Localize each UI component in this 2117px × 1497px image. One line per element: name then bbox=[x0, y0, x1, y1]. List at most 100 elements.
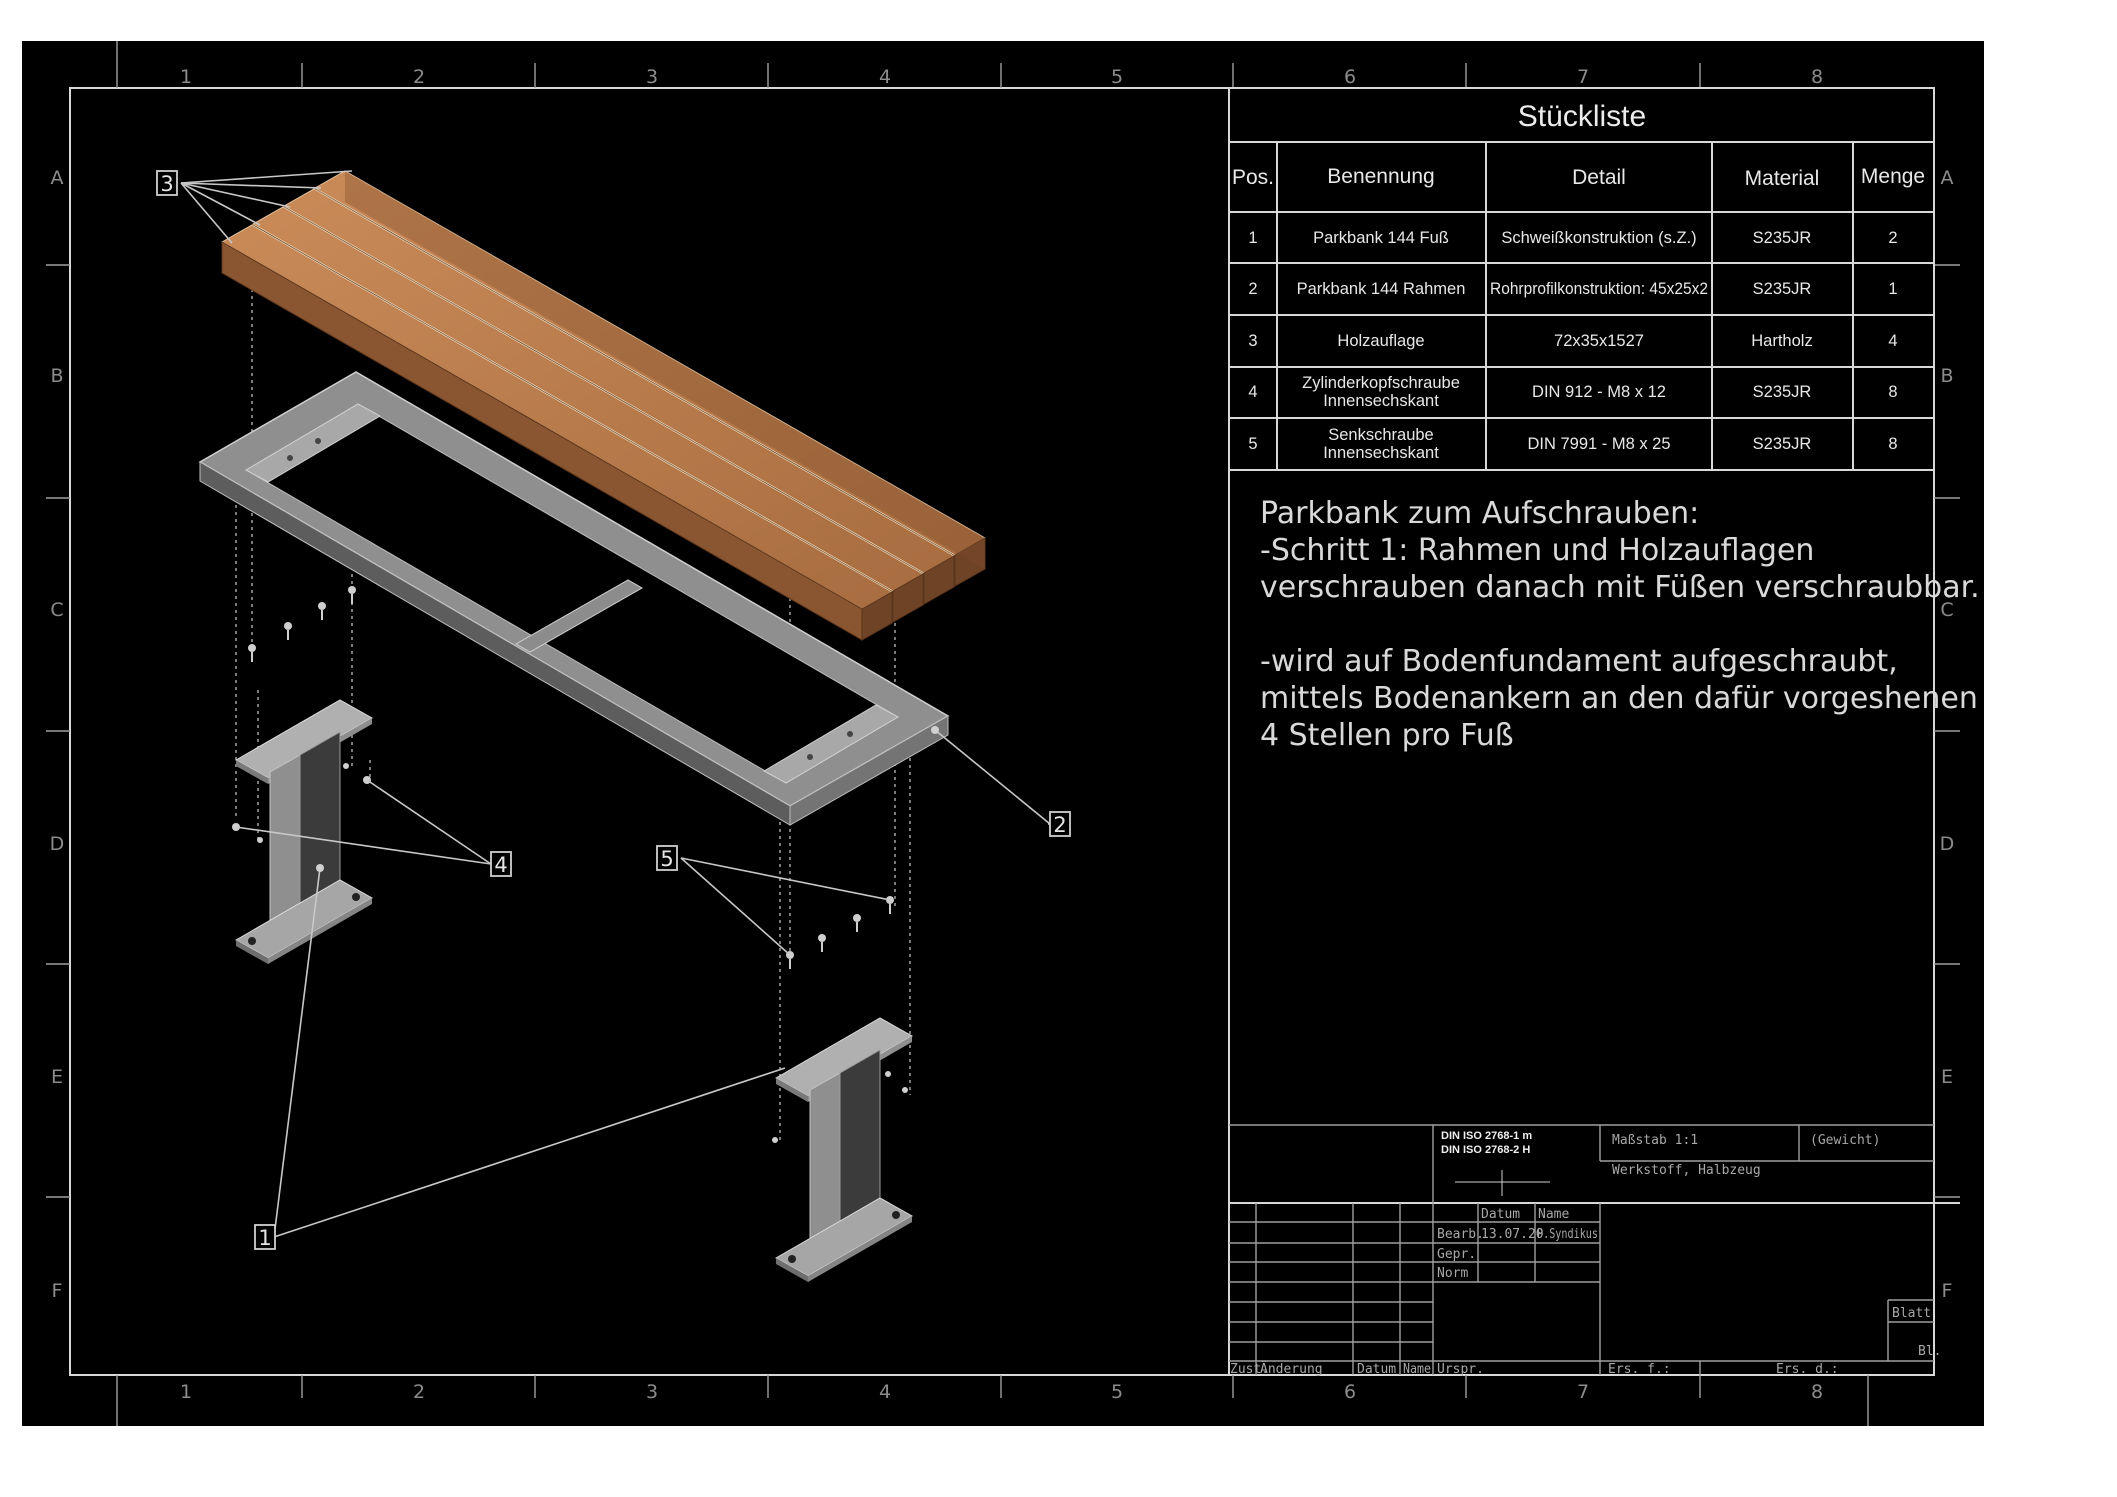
bom-cell-qty: 8 bbox=[1888, 383, 1897, 401]
bom-cell-material: S235JR bbox=[1753, 280, 1812, 298]
date-column-label: Datum bbox=[1481, 1207, 1520, 1222]
bill-of-materials: Stückliste Pos. Benennung Detail Materia… bbox=[1228, 87, 1935, 471]
row-label-left: D bbox=[50, 833, 65, 855]
col-label-top: 2 bbox=[413, 66, 425, 88]
bom-cell-qty: 4 bbox=[1888, 332, 1897, 350]
bom-cell-material: S235JR bbox=[1753, 435, 1812, 453]
bom-title: Stückliste bbox=[1518, 100, 1646, 133]
col-label-bottom: 4 bbox=[879, 1381, 891, 1403]
col-label-bottom: 5 bbox=[1111, 1381, 1123, 1403]
row-label-right: A bbox=[1941, 167, 1954, 189]
screw-icon bbox=[772, 1137, 778, 1143]
callout-1: 1 bbox=[254, 1224, 276, 1250]
bom-cell-qty: 8 bbox=[1888, 435, 1897, 453]
screw-icon bbox=[318, 602, 326, 620]
bom-header-detail: Detail bbox=[1572, 166, 1626, 189]
col-label-bottom: 3 bbox=[646, 1381, 658, 1403]
change-date-label: Datum bbox=[1357, 1362, 1396, 1377]
callout-4: 4 bbox=[490, 851, 512, 877]
col-label-top: 1 bbox=[180, 66, 192, 88]
row-label-left: B bbox=[50, 365, 63, 387]
callouts: 1 2 3 4 5 bbox=[156, 170, 1071, 1250]
bom-cell-pos: 1 bbox=[1248, 229, 1257, 247]
callout-3: 3 bbox=[156, 170, 178, 196]
grid-labels: 1 2 3 4 5 6 7 8 1 2 3 4 5 6 7 8 A B C D … bbox=[50, 66, 1955, 1403]
screw-icon bbox=[348, 586, 356, 604]
note-line: -Schritt 1: Rahmen und Holzauflagen bbox=[1260, 533, 1814, 568]
screw-icon bbox=[885, 1071, 891, 1077]
tolerance-din1: DIN ISO 2768-1 m bbox=[1441, 1130, 1532, 1142]
sheet-label: Blatt bbox=[1892, 1306, 1931, 1321]
sheet-count-label: Bl. bbox=[1918, 1344, 1941, 1359]
bearb-label: Bearb. bbox=[1437, 1227, 1484, 1242]
bom-cell-detail: Rohrprofilkonstruktion: 45x25x2 bbox=[1490, 280, 1708, 298]
callout-5: 5 bbox=[656, 845, 678, 871]
bom-header-material: Material bbox=[1745, 167, 1820, 190]
col-label-top: 7 bbox=[1577, 66, 1589, 88]
row-label-right: B bbox=[1940, 365, 1953, 387]
screw-icon bbox=[902, 1087, 908, 1093]
bom-header-menge: Menge bbox=[1861, 165, 1925, 188]
replaces-label: Ers. f.: bbox=[1608, 1362, 1671, 1377]
row-label-right: D bbox=[1940, 833, 1955, 855]
bearb-date: 13.07.20 bbox=[1481, 1227, 1544, 1242]
note-line: 4 Stellen pro Fuß bbox=[1260, 718, 1514, 753]
change-label: Änderung bbox=[1260, 1361, 1323, 1377]
origin-label: Urspr. bbox=[1437, 1362, 1484, 1377]
bom-cell-detail: Schweißkonstruktion (s.Z.) bbox=[1501, 229, 1696, 247]
col-label-top: 3 bbox=[646, 66, 658, 88]
zust-label: Zust. bbox=[1230, 1362, 1269, 1377]
bom-cell-name: Holzauflage bbox=[1337, 332, 1424, 350]
bom-cell-material: S235JR bbox=[1753, 229, 1812, 247]
bearb-name: P.Syndikus bbox=[1537, 1227, 1598, 1242]
callout-2: 2 bbox=[1049, 811, 1071, 837]
col-label-top: 4 bbox=[879, 66, 891, 88]
row-label-left: C bbox=[50, 599, 63, 621]
wood-slats bbox=[220, 170, 987, 641]
col-label-top: 6 bbox=[1344, 66, 1356, 88]
bom-cell-name: Zylinderkopfschraube bbox=[1302, 374, 1460, 392]
svg-text:5: 5 bbox=[660, 847, 673, 871]
screws bbox=[232, 586, 908, 1143]
name-column-label: Name bbox=[1538, 1207, 1569, 1222]
col-label-bottom: 6 bbox=[1344, 1381, 1356, 1403]
replaced-by-label: Ers. d.: bbox=[1776, 1362, 1839, 1377]
bom-cell-qty: 2 bbox=[1888, 229, 1897, 247]
row-label-left: F bbox=[52, 1280, 63, 1302]
bom-cell-pos: 4 bbox=[1248, 383, 1257, 401]
scale-label: Maßstab 1:1 bbox=[1612, 1133, 1698, 1148]
screw-icon bbox=[343, 763, 349, 769]
bom-cell-pos: 5 bbox=[1248, 435, 1257, 453]
bom-cell-qty: 1 bbox=[1888, 280, 1897, 298]
screw-icon bbox=[284, 622, 292, 640]
bom-cell-name-line2: Innensechskant bbox=[1323, 444, 1439, 462]
norm-label: Norm bbox=[1437, 1266, 1468, 1281]
bench-frame bbox=[198, 371, 950, 826]
change-name-label: Name bbox=[1403, 1362, 1431, 1377]
material-label: Werkstoff, Halbzeug bbox=[1612, 1163, 1761, 1178]
screw-icon bbox=[818, 934, 826, 952]
bom-cell-pos: 2 bbox=[1248, 280, 1257, 298]
screw-icon bbox=[248, 644, 256, 662]
weight-label: (Gewicht) bbox=[1810, 1133, 1880, 1148]
bom-frame bbox=[1228, 87, 1935, 471]
col-label-bottom: 2 bbox=[413, 1381, 425, 1403]
svg-text:2: 2 bbox=[1053, 813, 1066, 837]
note-line: verschrauben danach mit Füßen verschraub… bbox=[1260, 570, 1980, 605]
bom-cell-pos: 3 bbox=[1248, 332, 1257, 350]
screw-icon bbox=[853, 914, 861, 932]
svg-text:4: 4 bbox=[494, 853, 507, 877]
bom-cell-detail: DIN 7991 - M8 x 25 bbox=[1527, 435, 1670, 453]
leader-lines bbox=[180, 170, 1051, 1238]
bom-cell-name: Parkbank 144 Fuß bbox=[1313, 229, 1449, 247]
bom-cell-name: Senkschraube bbox=[1328, 426, 1434, 444]
col-label-bottom: 8 bbox=[1811, 1381, 1823, 1403]
col-label-bottom: 1 bbox=[180, 1381, 192, 1403]
screw-icon bbox=[257, 837, 263, 843]
bom-cell-detail: 72x35x1527 bbox=[1554, 332, 1644, 350]
row-label-left: A bbox=[51, 167, 64, 189]
bom-cell-name-line2: Innensechskant bbox=[1323, 392, 1439, 410]
tolerance-din2: DIN ISO 2768-2 H bbox=[1441, 1144, 1530, 1156]
bom-cell-material: Hartholz bbox=[1751, 332, 1812, 350]
bench-leg-left bbox=[234, 699, 374, 964]
